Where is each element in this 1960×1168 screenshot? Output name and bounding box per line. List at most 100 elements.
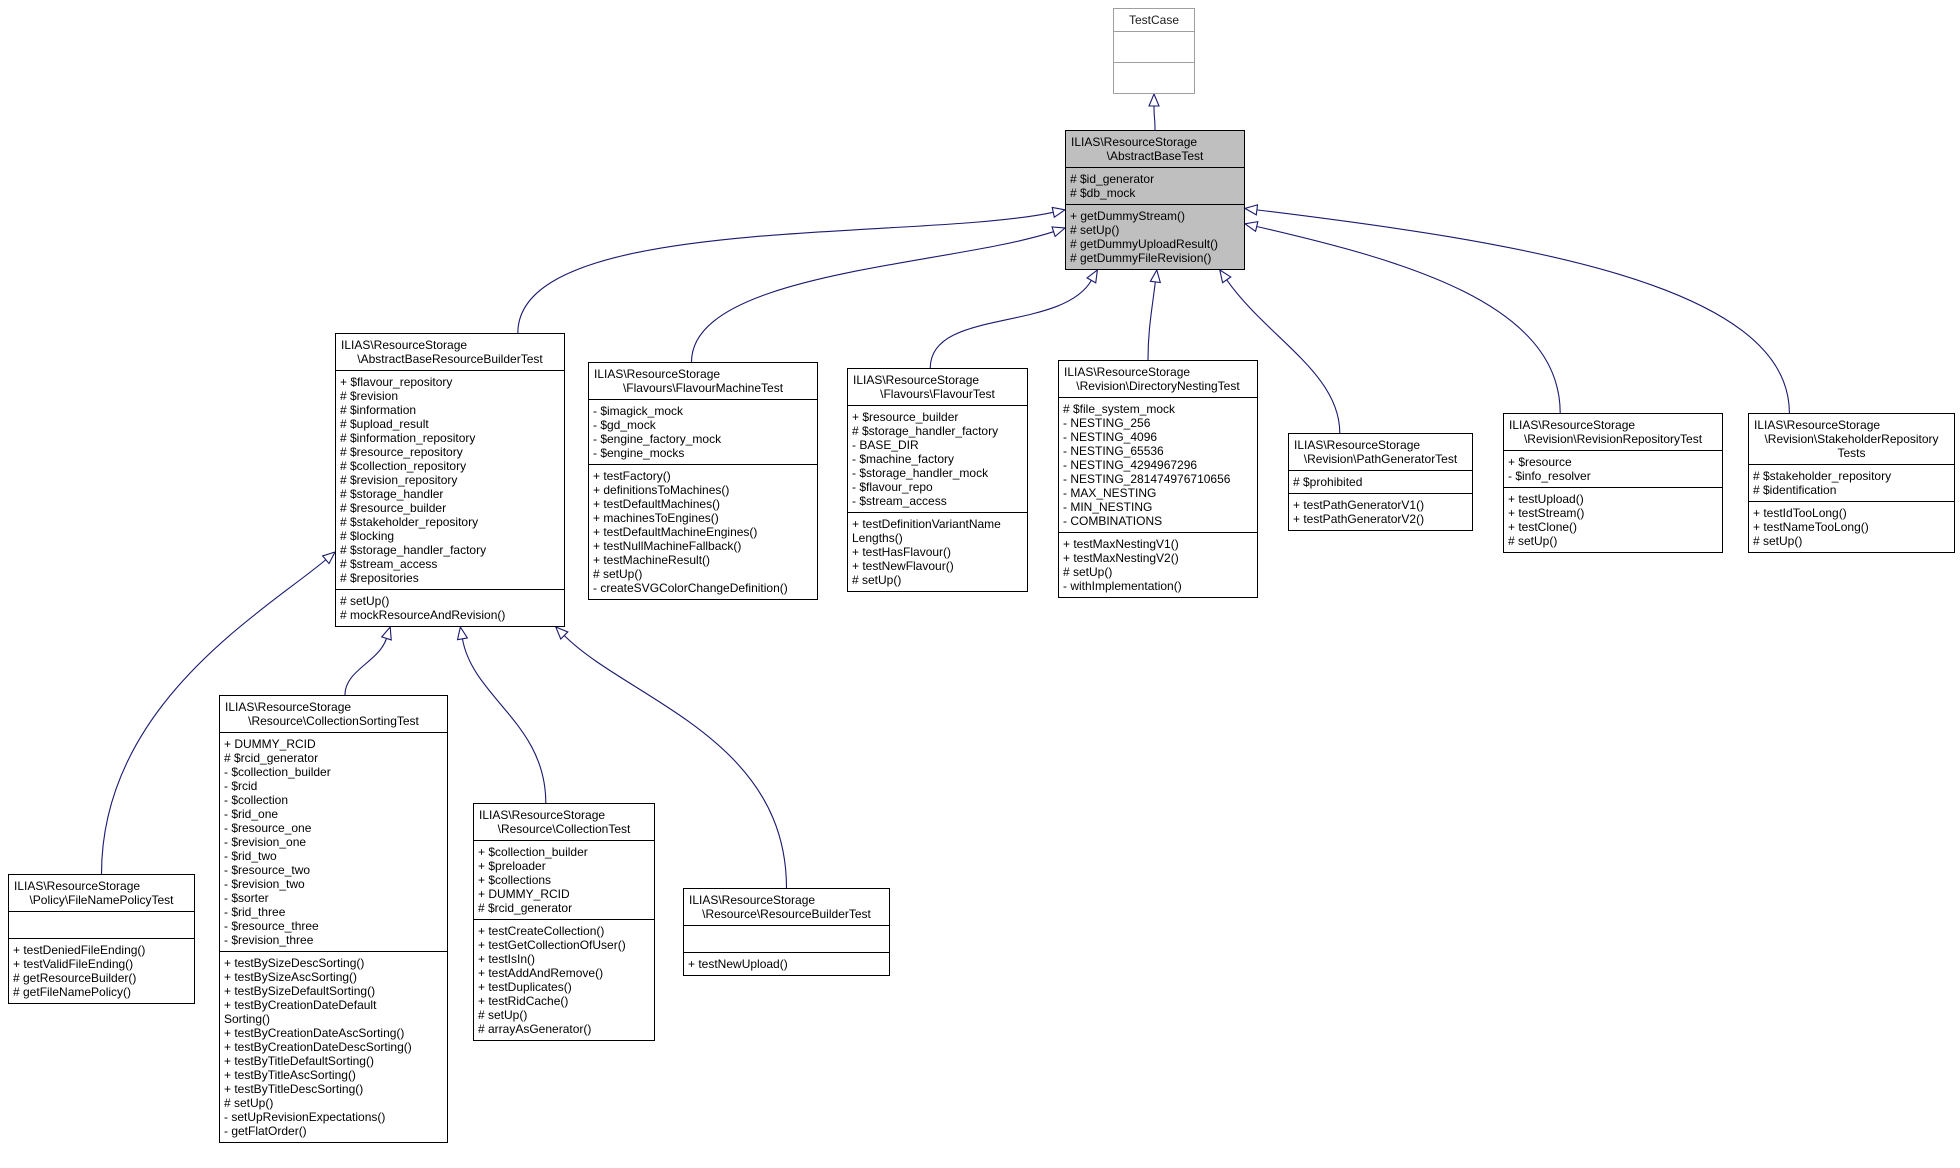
method: + machinesToEngines()	[593, 511, 719, 525]
class-testcase[interactable]: TestCase	[1113, 8, 1195, 94]
class-abstract-base-resource-builder-test[interactable]: ILIAS\ResourceStorage\AbstractBaseResour…	[335, 333, 565, 627]
class-resource-builder-test[interactable]: ILIAS\ResourceStorage\Resource\ResourceB…	[683, 888, 890, 976]
class-title: ILIAS\ResourceStorage\Revision\PathGener…	[1289, 434, 1472, 470]
method: + testNewFlavour()	[852, 559, 954, 573]
method: + testBySizeDescSorting()	[224, 956, 365, 970]
method: + testIsIn()	[478, 952, 536, 966]
method: # setUp()	[340, 594, 390, 608]
class-collection-test[interactable]: ILIAS\ResourceStorage\Resource\Collectio…	[473, 803, 655, 1041]
attributes-compartment: + $collection_builder+ $preloader+ $coll…	[474, 840, 654, 919]
attribute: # $stakeholder_repository	[340, 515, 479, 529]
class-file-name-policy-test[interactable]: ILIAS\ResourceStorage\Policy\FileNamePol…	[8, 874, 195, 1004]
method: # setUp()	[593, 567, 643, 581]
attribute: # $storage_handler_factory	[852, 424, 999, 438]
methods-compartment: + testNewUpload()	[684, 952, 889, 975]
method: + testIdTooLong()	[1753, 506, 1847, 520]
method: + testGetCollectionOfUser()	[478, 938, 626, 952]
method: + testMachineResult()	[593, 553, 711, 567]
attribute: # $upload_result	[340, 417, 429, 431]
method: + testPathGeneratorV2()	[1293, 512, 1425, 526]
class-title-line: ILIAS\ResourceStorage	[1294, 438, 1421, 452]
class-title: ILIAS\ResourceStorage\Revision\Stakehold…	[1749, 414, 1954, 464]
class-stakeholder-repository-tests[interactable]: ILIAS\ResourceStorage\Revision\Stakehold…	[1748, 413, 1955, 553]
attribute: # $rcid_generator	[478, 901, 573, 915]
inheritance-arrow	[344, 625, 392, 696]
method: # setUp()	[1753, 534, 1803, 548]
class-title-line: \AbstractBaseResourceBuilderTest	[357, 352, 543, 366]
class-collection-sorting-test[interactable]: ILIAS\ResourceStorage\Resource\Collectio…	[219, 695, 448, 1143]
class-title-line: ILIAS\ResourceStorage	[689, 893, 816, 907]
attribute: - $resource_two	[224, 863, 311, 877]
methods-compartment: + testIdTooLong()+ testNameTooLong()# se…	[1749, 501, 1954, 552]
method: + testMaxNestingV1()	[1063, 537, 1179, 551]
attribute: - NESTING_4096	[1063, 430, 1158, 444]
attributes-compartment	[9, 911, 194, 938]
attribute: # $db_mock	[1070, 186, 1136, 200]
class-revision-repository-test[interactable]: ILIAS\ResourceStorage\Revision\RevisionR…	[1503, 413, 1723, 553]
method: + testDefinitionVariantName Lengths()	[852, 517, 1001, 545]
class-abstract-base-test[interactable]: ILIAS\ResourceStorage\AbstractBaseTest# …	[1065, 130, 1245, 270]
class-title-line: \Revision\PathGeneratorTest	[1303, 452, 1458, 466]
attributes-compartment: - $imagick_mock- $gd_mock- $engine_facto…	[589, 399, 817, 464]
attribute: - BASE_DIR	[852, 438, 919, 452]
inheritance-arrow	[929, 268, 1099, 369]
class-title: ILIAS\ResourceStorage\Revision\Directory…	[1059, 361, 1257, 397]
class-flavour-test[interactable]: ILIAS\ResourceStorage\Flavours\FlavourTe…	[847, 368, 1028, 592]
class-path-generator-test[interactable]: ILIAS\ResourceStorage\Revision\PathGener…	[1288, 433, 1473, 531]
methods-compartment	[1114, 62, 1194, 93]
attribute: + DUMMY_RCID	[478, 887, 570, 901]
attributes-compartment: # $prohibited	[1289, 470, 1472, 493]
attribute: - $flavour_repo	[852, 480, 933, 494]
class-title-line: \Revision\StakeholderRepository	[1764, 432, 1939, 446]
attribute: - $machine_factory	[852, 452, 955, 466]
attribute: - NESTING_65536	[1063, 444, 1164, 458]
method: + testStream()	[1508, 506, 1585, 520]
attributes-compartment: + DUMMY_RCID# $rcid_generator- $collecti…	[220, 732, 447, 951]
attribute: - $collection	[224, 793, 289, 807]
attribute: - NESTING_281474976710656	[1063, 472, 1231, 486]
methods-compartment: + testPathGeneratorV1()+ testPathGenerat…	[1289, 493, 1472, 530]
attribute: - $revision_one	[224, 835, 307, 849]
attribute: - $storage_handler_mock	[852, 466, 989, 480]
attribute: # $stakeholder_repository	[1753, 469, 1892, 483]
attribute: # $resource_builder	[340, 501, 447, 515]
attributes-compartment: + $resource- $info_resolver	[1504, 450, 1722, 487]
methods-compartment: # setUp()# mockResourceAndRevision()	[336, 589, 564, 626]
method: # getDummyUploadResult()	[1070, 237, 1219, 251]
attribute: - $engine_mocks	[593, 446, 685, 460]
method: + testValidFileEnding()	[13, 957, 134, 971]
class-title-line: ILIAS\ResourceStorage	[594, 367, 721, 381]
attribute: - $engine_factory_mock	[593, 432, 722, 446]
class-directory-nesting-test[interactable]: ILIAS\ResourceStorage\Revision\Directory…	[1058, 360, 1258, 598]
class-title-line: ILIAS\ResourceStorage	[479, 808, 606, 822]
attributes-compartment: # $id_generator# $db_mock	[1066, 167, 1244, 204]
attribute: - NESTING_4294967296	[1063, 458, 1198, 472]
attribute: # $revision_repository	[340, 473, 458, 487]
inheritance-arrow	[1147, 268, 1162, 361]
class-flavour-machine-test[interactable]: ILIAS\ResourceStorage\Flavours\FlavourMa…	[588, 362, 818, 600]
method: - withImplementation()	[1063, 579, 1182, 593]
attribute: # $id_generator	[1070, 172, 1155, 186]
method: + getDummyStream()	[1070, 209, 1186, 223]
class-title-line: \Resource\ResourceBuilderTest	[702, 907, 871, 921]
class-title: ILIAS\ResourceStorage\Revision\RevisionR…	[1504, 414, 1722, 450]
method: + testByTitleDescSorting()	[224, 1082, 364, 1096]
attribute: - $gd_mock	[593, 418, 656, 432]
class-title-line: ILIAS\ResourceStorage	[1071, 135, 1198, 149]
inheritance-arrow	[1148, 92, 1160, 131]
attribute: - NESTING_256	[1063, 416, 1151, 430]
class-title-line: \Resource\CollectionTest	[497, 822, 631, 836]
method: + testNullMachineFallback()	[593, 539, 742, 553]
attribute: # $stream_access	[340, 557, 438, 571]
method: # getDummyFileRevision()	[1070, 251, 1212, 265]
class-title-line: ILIAS\ResourceStorage	[1509, 418, 1636, 432]
method: + testByTitleAscSorting()	[224, 1068, 356, 1082]
class-title-line: TestCase	[1128, 13, 1180, 27]
class-title-line: Tests	[1837, 446, 1866, 460]
methods-compartment: + testBySizeDescSorting()+ testBySizeAsc…	[220, 951, 447, 1142]
attribute: + $collection_builder	[478, 845, 588, 859]
method: + definitionsToMachines()	[593, 483, 730, 497]
method: + testByCreationDateDefault Sorting()	[224, 998, 377, 1026]
attribute: + $preloader	[478, 859, 546, 873]
